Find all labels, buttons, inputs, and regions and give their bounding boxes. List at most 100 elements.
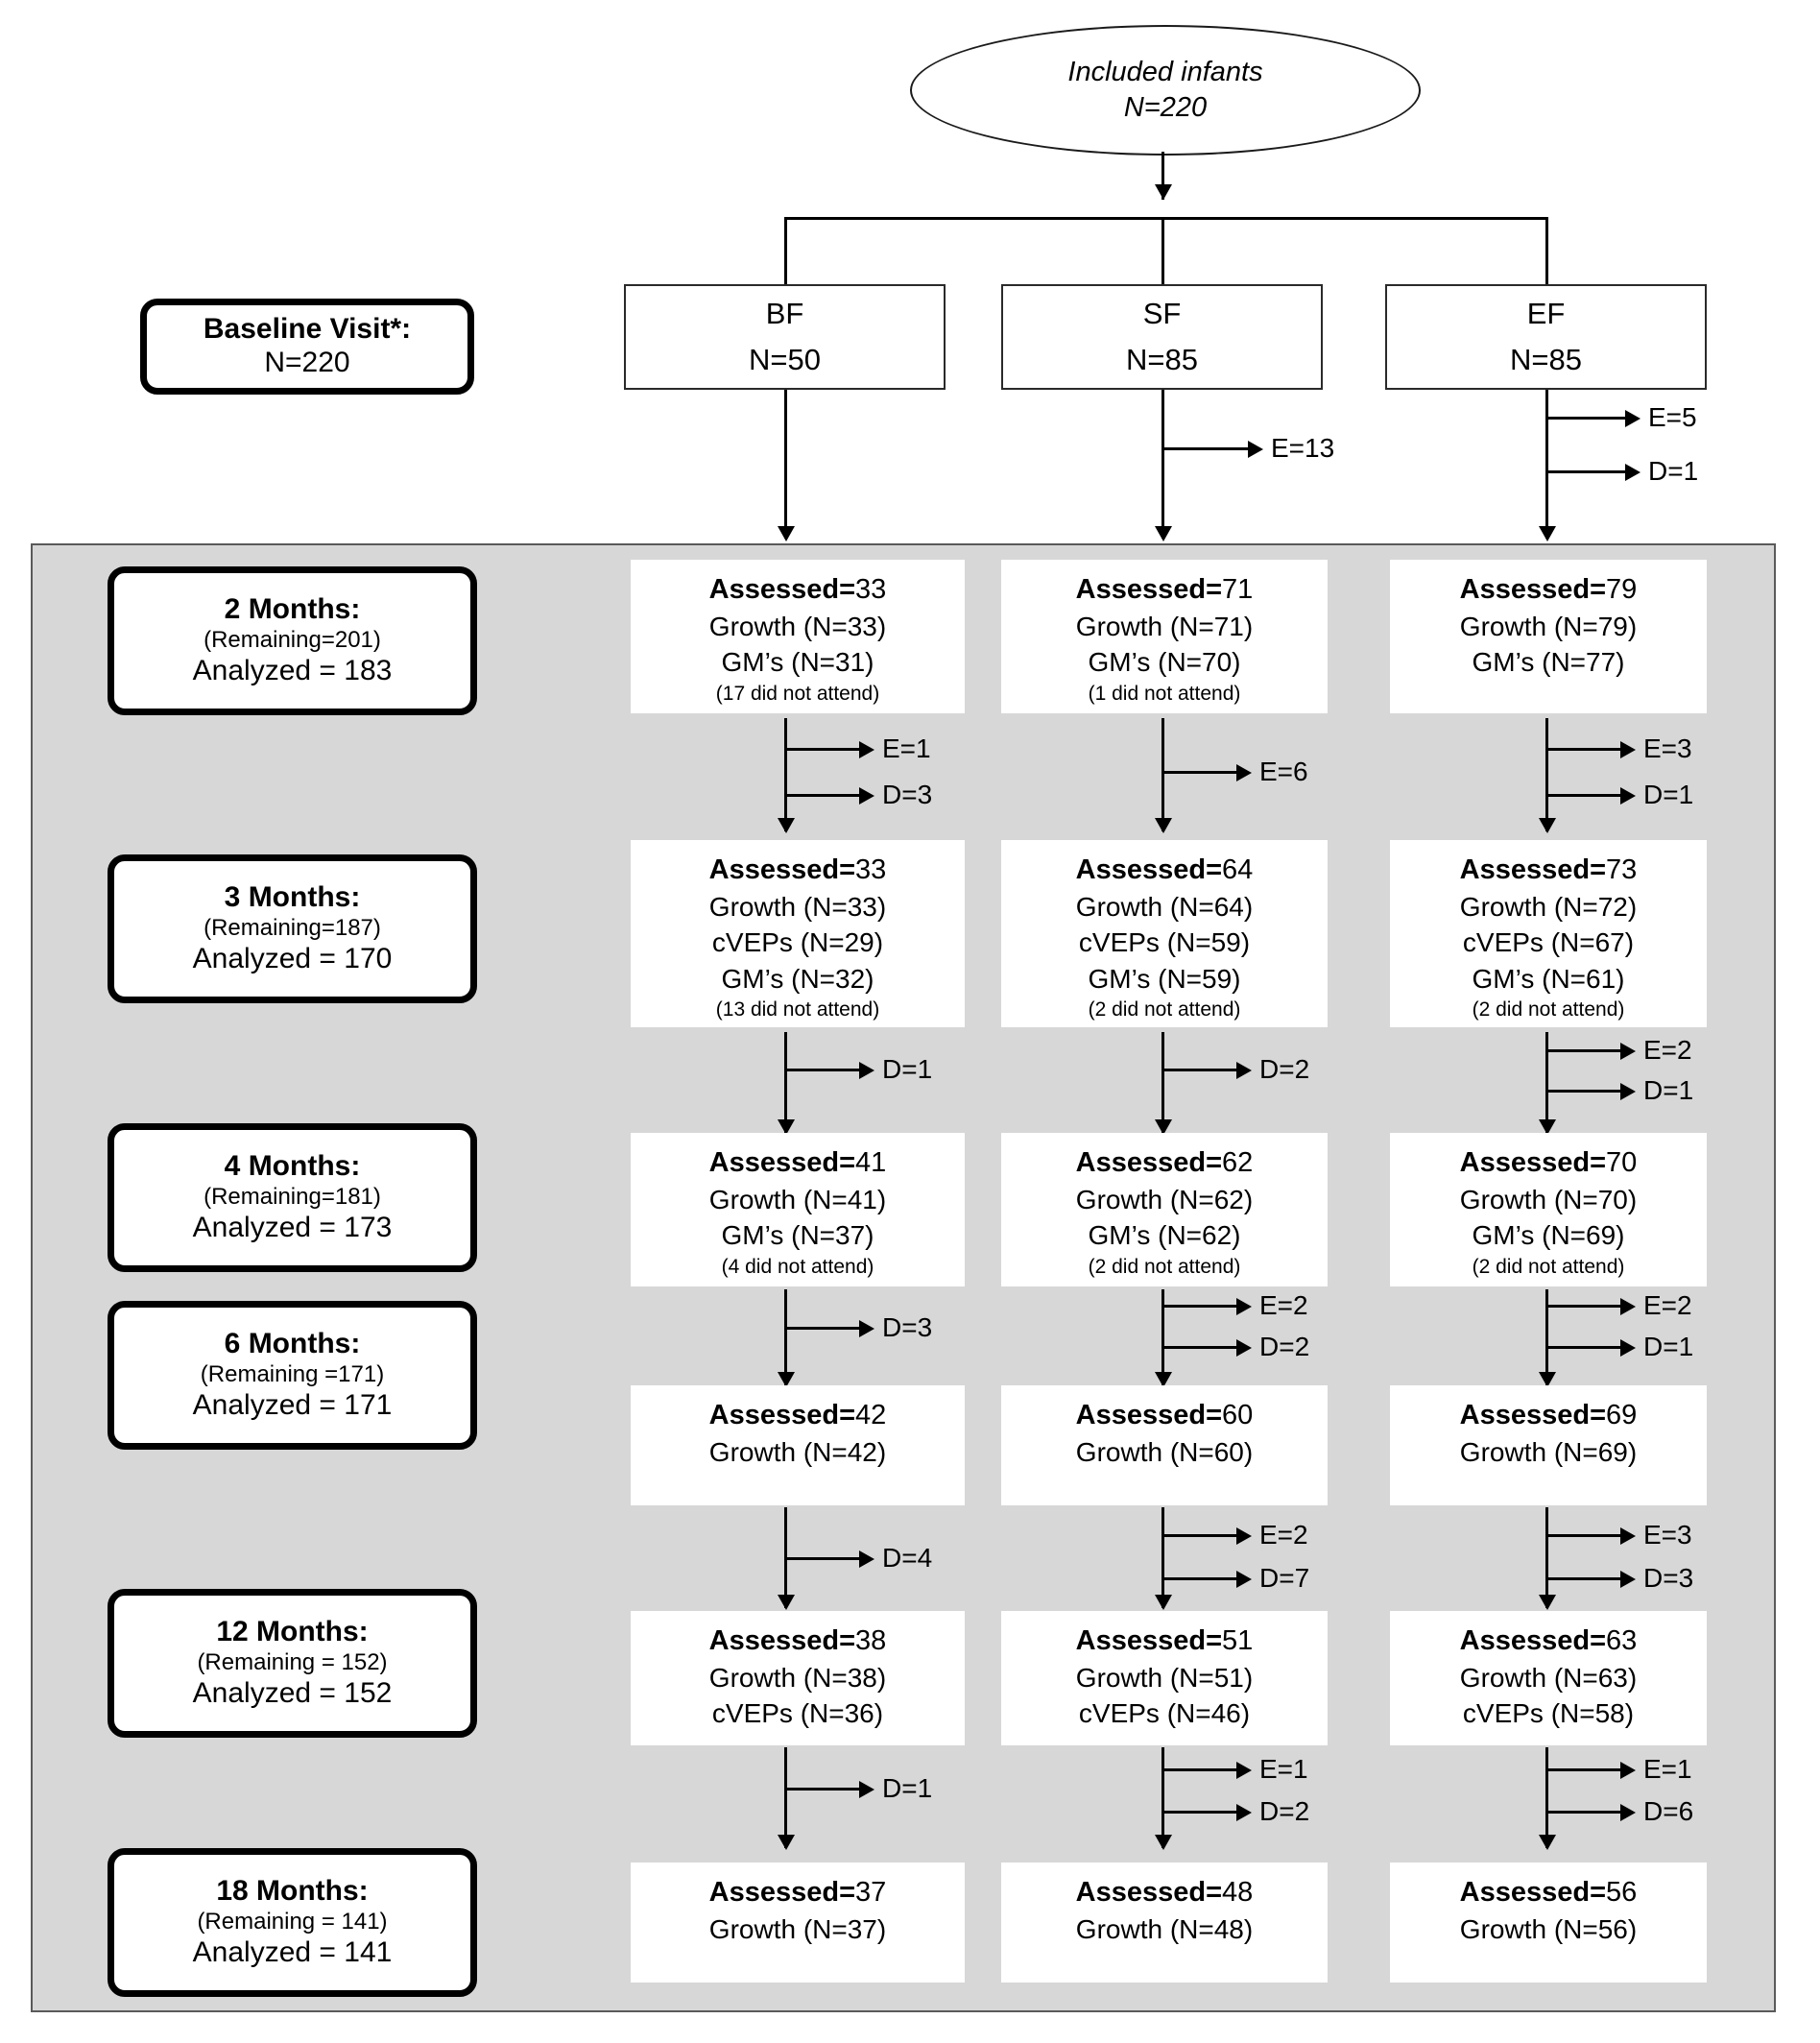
- branch-12m-sf-0-arrowhead: [1236, 1762, 1252, 1779]
- conn-2m-sf-line: [1161, 718, 1164, 831]
- card-6-months-ef: Assessed=69 Growth (N=69): [1390, 1385, 1707, 1505]
- group-sf-count: N=85: [1126, 343, 1198, 376]
- branch-4m-ef-1-label: D=1: [1643, 1332, 1694, 1361]
- conn-6m-bf-arrowhead: [778, 1595, 795, 1610]
- conn-4m-ef-line: [1545, 1289, 1548, 1385]
- branch-4m-sf-0-arrowhead: [1236, 1298, 1252, 1315]
- branch-12m-sf-1-line: [1161, 1811, 1238, 1814]
- branch-2m-bf-1-line: [784, 794, 861, 797]
- card-2-months-ef-line-1: GM’s (N=77): [1472, 647, 1625, 678]
- branch-baseline-ef-0-line: [1545, 417, 1627, 420]
- stage-4-months-title: 4 Months:: [224, 1150, 361, 1183]
- card-2-months-bf: Assessed=33 Growth (N=33) GM’s (N=31) (1…: [631, 560, 965, 713]
- group-drop-sf: [1161, 217, 1164, 286]
- root-stem-line: [1161, 152, 1164, 200]
- card-12-months-sf-assessed: Assessed=51: [1075, 1625, 1254, 1656]
- card-2-months-sf-assessed: Assessed=71: [1075, 574, 1254, 605]
- conn-baseline-sf-arrowhead: [1155, 526, 1172, 541]
- branch-12m-ef-1-arrowhead: [1620, 1804, 1636, 1821]
- card-3-months-bf-note: (13 did not attend): [715, 998, 880, 1022]
- branch-baseline-ef-1-label: D=1: [1648, 456, 1699, 486]
- branch-3m-ef-1-label: D=1: [1643, 1075, 1694, 1105]
- card-2-months-ef-assessed: Assessed=79: [1459, 574, 1638, 605]
- branch-6m-ef-1-label: D=3: [1643, 1563, 1694, 1593]
- card-3-months-bf: Assessed=33 Growth (N=33) cVEPs (N=29) G…: [631, 840, 965, 1027]
- conn-6m-sf-line: [1161, 1507, 1164, 1608]
- conn-baseline-sf-line: [1161, 390, 1164, 539]
- card-18-months-sf-assessed: Assessed=48: [1075, 1877, 1254, 1908]
- branch-12m-sf-1-arrowhead: [1236, 1804, 1252, 1821]
- card-12-months-ef: Assessed=63 Growth (N=63) cVEPs (N=58): [1390, 1611, 1707, 1745]
- card-3-months-bf-assessed: Assessed=33: [708, 854, 887, 885]
- card-3-months-bf-line-0: Growth (N=33): [708, 891, 887, 922]
- branch-6m-sf-0-arrowhead: [1236, 1527, 1252, 1545]
- branch-2m-sf-0-arrowhead: [1236, 764, 1252, 781]
- card-12-months-bf-line-0: Growth (N=38): [708, 1662, 887, 1693]
- conn-4m-bf-arrowhead: [778, 1372, 795, 1387]
- card-2-months-bf-line-1: GM’s (N=31): [721, 647, 874, 678]
- card-2-months-ef: Assessed=79 Growth (N=79) GM’s (N=77): [1390, 560, 1707, 713]
- branch-3m-ef-0-arrowhead: [1620, 1043, 1636, 1060]
- branch-baseline-sf-0-line: [1161, 447, 1250, 450]
- stage-6-months-remaining: (Remaining =171): [200, 1360, 385, 1387]
- stage-box-12-months: 12 Months: (Remaining = 152) Analyzed = …: [108, 1589, 477, 1738]
- group-sf-name: SF: [1142, 296, 1182, 330]
- branch-2m-ef-0-line: [1545, 748, 1622, 751]
- branch-6m-ef-0-label: E=3: [1643, 1520, 1692, 1550]
- card-3-months-sf: Assessed=64 Growth (N=64) cVEPs (N=59) G…: [1001, 840, 1328, 1027]
- conn-12m-ef-arrowhead: [1539, 1835, 1556, 1850]
- stage-3-months-remaining: (Remaining=187): [204, 914, 381, 941]
- conn-12m-bf-line: [784, 1747, 787, 1848]
- branch-3m-sf-0-line: [1161, 1069, 1238, 1071]
- stage-12-months-remaining: (Remaining = 152): [197, 1648, 388, 1675]
- conn-3m-ef-arrowhead: [1539, 1119, 1556, 1135]
- branch-2m-bf-0-label: E=1: [882, 733, 931, 763]
- conn-2m-bf-arrowhead: [778, 818, 795, 833]
- stage-18-months-remaining: (Remaining = 141): [197, 1908, 388, 1935]
- group-drop-bf: [784, 217, 787, 286]
- card-6-months-bf-line-0: Growth (N=42): [708, 1436, 887, 1467]
- branch-baseline-ef-1-arrowhead: [1625, 464, 1640, 481]
- branch-12m-bf-0-line: [784, 1788, 861, 1791]
- branch-4m-bf-0-line: [784, 1327, 861, 1330]
- card-4-months-ef: Assessed=70 Growth (N=70) GM’s (N=69) (2…: [1390, 1133, 1707, 1286]
- branch-12m-sf-1-label: D=2: [1259, 1796, 1310, 1826]
- stage-18-months-title: 18 Months:: [216, 1875, 369, 1908]
- branch-baseline-ef-1-line: [1545, 470, 1627, 473]
- card-4-months-sf-assessed: Assessed=62: [1075, 1147, 1254, 1178]
- card-6-months-sf-line-0: Growth (N=60): [1075, 1436, 1254, 1467]
- stage-12-months-analyzed: Analyzed = 152: [192, 1677, 393, 1710]
- branch-3m-ef-1-arrowhead: [1620, 1083, 1636, 1100]
- card-18-months-sf-line-0: Growth (N=48): [1075, 1913, 1254, 1944]
- group-bf-name: BF: [765, 296, 804, 330]
- card-6-months-bf-assessed: Assessed=42: [708, 1400, 887, 1430]
- included-infants-label: Included infants: [1067, 56, 1263, 87]
- card-18-months-bf-assessed: Assessed=37: [708, 1877, 887, 1908]
- stage-4-months-analyzed: Analyzed = 173: [192, 1212, 393, 1244]
- stage-4-months-remaining: (Remaining=181): [204, 1183, 381, 1210]
- stage-6-months-title: 6 Months:: [224, 1328, 361, 1360]
- card-4-months-ef-assessed: Assessed=70: [1459, 1147, 1638, 1178]
- group-box-ef: EF N=85: [1385, 284, 1707, 390]
- card-3-months-bf-line-1: cVEPs (N=29): [711, 927, 884, 958]
- conn-3m-sf-line: [1161, 1032, 1164, 1133]
- branch-baseline-ef-0-label: E=5: [1648, 402, 1697, 432]
- stage-box-2-months: 2 Months: (Remaining=201) Analyzed = 183: [108, 566, 477, 715]
- branch-2m-bf-1-label: D=3: [882, 780, 933, 809]
- conn-4m-sf-line: [1161, 1289, 1164, 1385]
- conn-3m-bf-arrowhead: [778, 1119, 795, 1135]
- branch-6m-bf-0-line: [784, 1557, 861, 1560]
- branch-6m-sf-1-line: [1161, 1577, 1238, 1580]
- branch-6m-ef-0-line: [1545, 1534, 1622, 1537]
- card-3-months-sf-assessed: Assessed=64: [1075, 854, 1254, 885]
- card-3-months-sf-line-2: GM’s (N=59): [1088, 963, 1241, 994]
- conn-2m-ef-line: [1545, 718, 1548, 831]
- conn-3m-ef-line: [1545, 1032, 1548, 1133]
- branch-6m-bf-0-arrowhead: [859, 1550, 874, 1568]
- card-3-months-sf-note: (2 did not attend): [1088, 998, 1241, 1022]
- group-box-sf: SF N=85: [1001, 284, 1323, 390]
- baseline-count: N=220: [264, 347, 350, 379]
- branch-12m-ef-1-label: D=6: [1643, 1796, 1694, 1826]
- card-6-months-sf-assessed: Assessed=60: [1075, 1400, 1254, 1430]
- included-infants-count: N=220: [1123, 92, 1208, 123]
